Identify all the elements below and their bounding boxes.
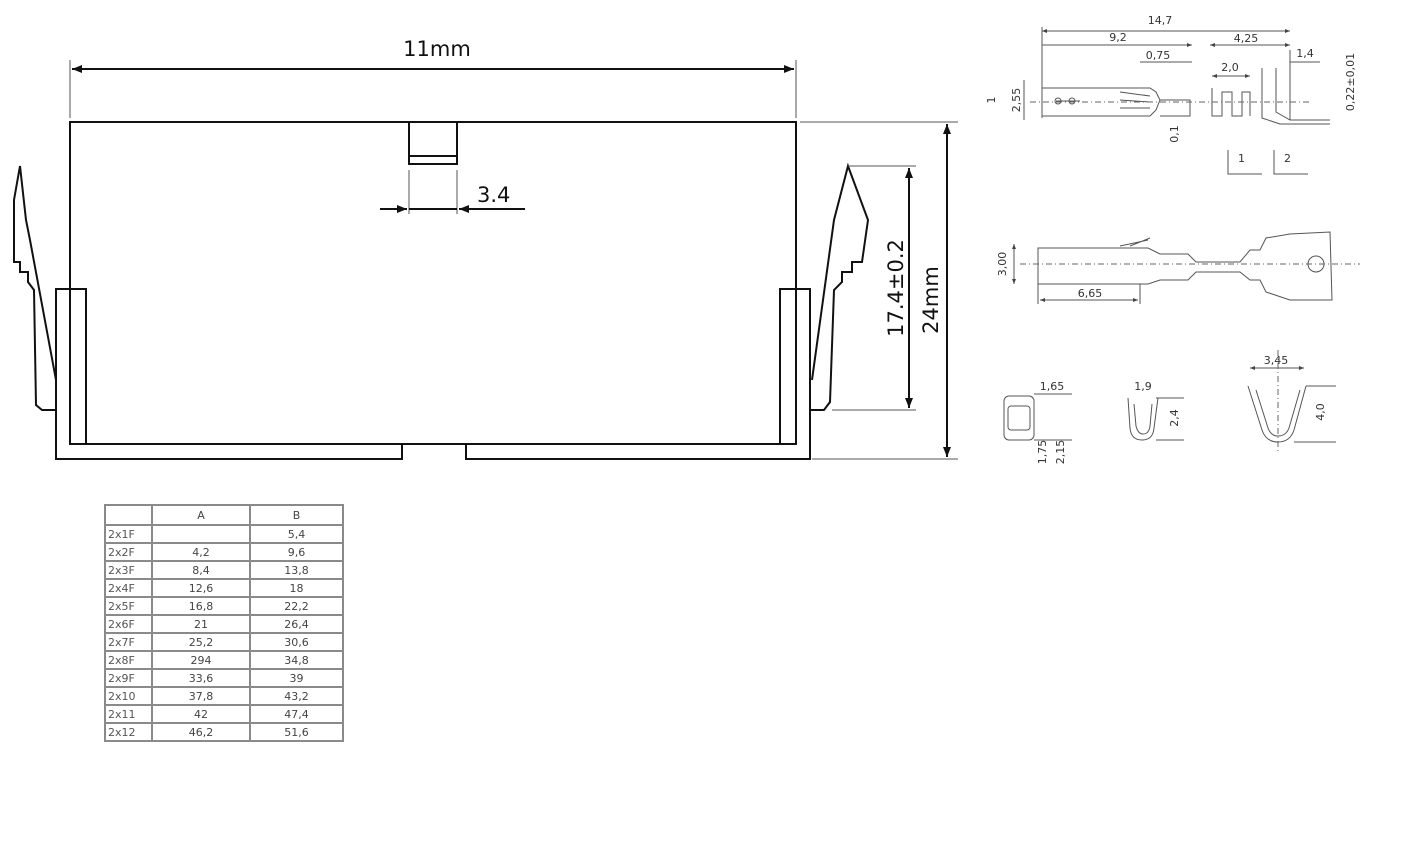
side-label-thickness: 0,22±0,01 xyxy=(1344,53,1357,111)
latch-right xyxy=(810,162,870,411)
table-cell: 51,6 xyxy=(249,722,344,742)
inner-height-label: 17.4±0.2 xyxy=(884,239,908,337)
side-label-9-2: 9,2 xyxy=(1109,31,1127,44)
latch-left xyxy=(13,165,57,411)
table-cell: 42 xyxy=(151,704,251,724)
housing-drawing: 11mm 3.4 17.4±0.2 24mm xyxy=(13,37,958,460)
section-label-3-45: 3,45 xyxy=(1264,354,1289,367)
section-label-2-15: 2,15 xyxy=(1054,440,1067,465)
table-cell xyxy=(151,524,251,544)
table-cell: 12,6 xyxy=(151,578,251,598)
side-label-2-55: 2,55 xyxy=(1010,88,1023,113)
section-3-outline xyxy=(1247,385,1307,443)
width-label: 11mm xyxy=(403,37,471,61)
table-cell: 37,8 xyxy=(151,686,251,706)
table-cell: 4,2 xyxy=(151,542,251,562)
table-cell: 47,4 xyxy=(249,704,344,724)
side-marker-1: 1 xyxy=(1238,152,1245,165)
table-cell: 5,4 xyxy=(249,524,344,544)
section-label-1-65: 1,65 xyxy=(1040,380,1065,393)
terminal-side-crimp xyxy=(1211,88,1251,117)
section-label-1-75: 1,75 xyxy=(1036,440,1049,465)
table-cell: 2x4F xyxy=(104,578,153,598)
table-cell: 294 xyxy=(151,650,251,670)
table-cell: 8,4 xyxy=(151,560,251,580)
table-cell: 39 xyxy=(249,668,344,688)
table-header-cell xyxy=(104,504,153,526)
housing-slot xyxy=(408,121,458,165)
table-cell: 2x10 xyxy=(104,686,153,706)
side-label-1-4: 1,4 xyxy=(1296,47,1314,60)
side-label-4-25: 4,25 xyxy=(1234,32,1259,45)
table-cell: 2x3F xyxy=(104,560,153,580)
section-2-outline xyxy=(1127,397,1159,441)
table-cell: 43,2 xyxy=(249,686,344,706)
table-cell: 25,2 xyxy=(151,632,251,652)
table-cell: 2x2F xyxy=(104,542,153,562)
table-cell: 33,6 xyxy=(151,668,251,688)
table-cell: 16,8 xyxy=(151,596,251,616)
table-cell: 22,2 xyxy=(249,596,344,616)
side-label-0-1: 0,1 xyxy=(1168,125,1181,143)
side-label-0-75: 0,75 xyxy=(1146,49,1171,62)
table-cell: 21 xyxy=(151,614,251,634)
table-cell: 2x1F xyxy=(104,524,153,544)
terminal-side-view: 14,7 9,2 4,25 0,75 1,4 2,0 0,22±0,01 2,5… xyxy=(985,14,1357,175)
table-cell: 9,6 xyxy=(249,542,344,562)
section-label-2-4: 2,4 xyxy=(1168,409,1181,427)
table-cell: 46,2 xyxy=(151,722,251,742)
top-label-6-65: 6,65 xyxy=(1078,287,1103,300)
base-right xyxy=(465,288,811,460)
terminal-side-contact xyxy=(1041,87,1161,117)
table-cell: 30,6 xyxy=(249,632,344,652)
table-cell: 18 xyxy=(249,578,344,598)
table-cell: 2x8F xyxy=(104,650,153,670)
terminal-top-view: 3,00 6,65 xyxy=(996,231,1360,304)
table-cell: 26,4 xyxy=(249,614,344,634)
side-label-total: 14,7 xyxy=(1148,14,1173,27)
terminal-top-outline xyxy=(1037,231,1333,301)
table-cell: 2x9F xyxy=(104,668,153,688)
table-row: 2x1F 5,4 xyxy=(104,524,344,544)
cross-sections: 1,65 1,75 2,15 1,9 2,4 3,45 4,0 xyxy=(1003,350,1336,465)
table-cell: 2x6F xyxy=(104,614,153,634)
side-label-2-0: 2,0 xyxy=(1221,61,1239,74)
table-header-row: A B xyxy=(104,504,344,526)
table-cell: 34,8 xyxy=(249,650,344,670)
side-marker-2: 2 xyxy=(1284,152,1291,165)
table-header-cell: B xyxy=(249,504,344,526)
table-cell: 2x7F xyxy=(104,632,153,652)
table-header-cell: A xyxy=(151,504,251,526)
section-label-4-0: 4,0 xyxy=(1314,403,1327,421)
table-cell: 2x5F xyxy=(104,596,153,616)
top-label-3-00: 3,00 xyxy=(996,252,1009,277)
side-label-1: 1 xyxy=(985,97,998,104)
slot-label: 3.4 xyxy=(477,183,510,207)
height-label: 24mm xyxy=(919,266,943,334)
table-cell: 2x12 xyxy=(104,722,153,742)
table-cell: 2x11 xyxy=(104,704,153,724)
section-label-1-9: 1,9 xyxy=(1134,380,1152,393)
housing-body xyxy=(69,121,797,445)
table-cell: 13,8 xyxy=(249,560,344,580)
section-1-outline xyxy=(1003,395,1035,441)
base-left xyxy=(55,288,403,460)
